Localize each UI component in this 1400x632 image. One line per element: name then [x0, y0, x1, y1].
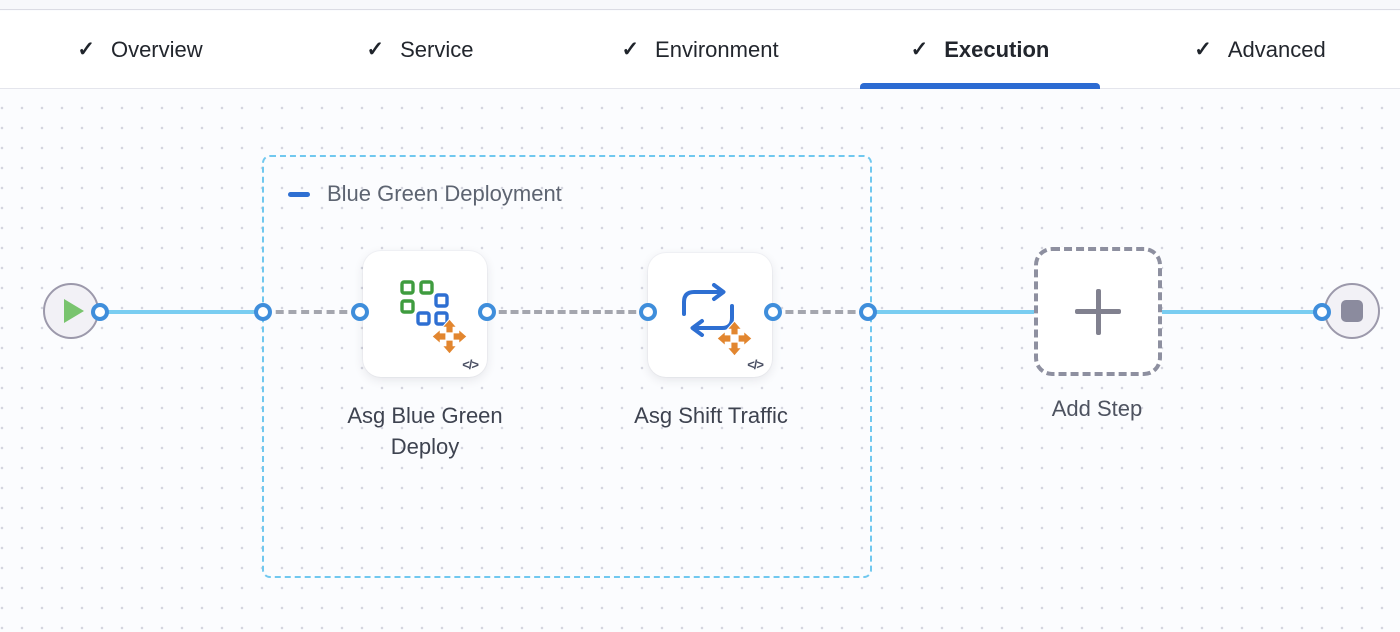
tab-overview[interactable]: ✓ Overview	[0, 11, 280, 88]
tab-service[interactable]: ✓ Service	[280, 11, 560, 88]
check-icon: ✓	[1194, 38, 1212, 61]
plus-icon	[1075, 288, 1121, 335]
pipeline-end-node	[1324, 283, 1380, 339]
asg-squares-icon	[400, 280, 449, 326]
move-arrows-icon	[431, 318, 468, 355]
port-step1-out[interactable]	[478, 303, 496, 321]
play-icon	[63, 299, 84, 323]
stage-group-blue-green-deployment[interactable]: Blue Green Deployment	[262, 155, 872, 578]
port-start-out[interactable]	[91, 303, 109, 321]
link-step2-to-group	[773, 310, 868, 314]
check-icon: ✓	[910, 38, 929, 61]
add-step-button[interactable]	[1034, 247, 1162, 376]
link-step1-to-step2	[487, 310, 648, 314]
stop-icon	[1341, 300, 1363, 322]
port-step1-in[interactable]	[351, 303, 369, 321]
port-group-out[interactable]	[859, 303, 877, 321]
tab-overview-label: Overview	[110, 36, 203, 62]
tab-execution[interactable]: ✓ Execution	[840, 11, 1120, 89]
step-label: Asg Shift Traffic	[634, 403, 788, 428]
tab-advanced-label: Advanced	[1227, 36, 1326, 62]
traffic-swap-icon	[682, 283, 734, 337]
check-icon: ✓	[77, 38, 95, 61]
step-label: Asg Blue Green Deploy	[347, 403, 503, 459]
check-icon: ✓	[366, 38, 385, 61]
tab-service-label: Service	[400, 36, 474, 62]
code-icon: </>	[462, 357, 479, 372]
active-tab-underline	[860, 83, 1100, 89]
step-card-asg-blue-green-deploy[interactable]: </>	[363, 251, 487, 377]
port-step2-in[interactable]	[639, 303, 657, 321]
stage-group-label: Blue Green Deployment	[327, 181, 562, 206]
tab-advanced[interactable]: ✓ Advanced	[1120, 11, 1400, 88]
link-group-to-step1	[263, 310, 360, 314]
port-end-in[interactable]	[1313, 303, 1331, 321]
port-step2-out[interactable]	[764, 303, 782, 321]
tab-execution-label: Execution	[944, 36, 1050, 62]
check-icon: ✓	[621, 38, 640, 61]
collapse-minus-icon[interactable]	[288, 191, 310, 197]
tab-environment[interactable]: ✓ Environment	[560, 11, 840, 88]
wizard-tab-bar: ✓ Overview ✓ Service ✓ Environment ✓ Exe…	[0, 11, 1400, 89]
window-top-strip	[0, 0, 1400, 10]
pipeline-start-node	[43, 283, 99, 339]
step-card-asg-shift-traffic[interactable]: </>	[648, 253, 772, 377]
tab-environment-label: Environment	[655, 36, 779, 62]
pipeline-canvas[interactable]: Blue Green Deployment	[0, 90, 1400, 632]
port-group-in[interactable]	[254, 303, 272, 321]
add-step-label: Add Step	[1051, 396, 1143, 421]
stage-group-header: Blue Green Deployment	[288, 181, 562, 207]
move-arrows-icon	[716, 320, 753, 357]
link-start-to-group	[100, 310, 263, 314]
code-icon: </>	[747, 357, 764, 372]
